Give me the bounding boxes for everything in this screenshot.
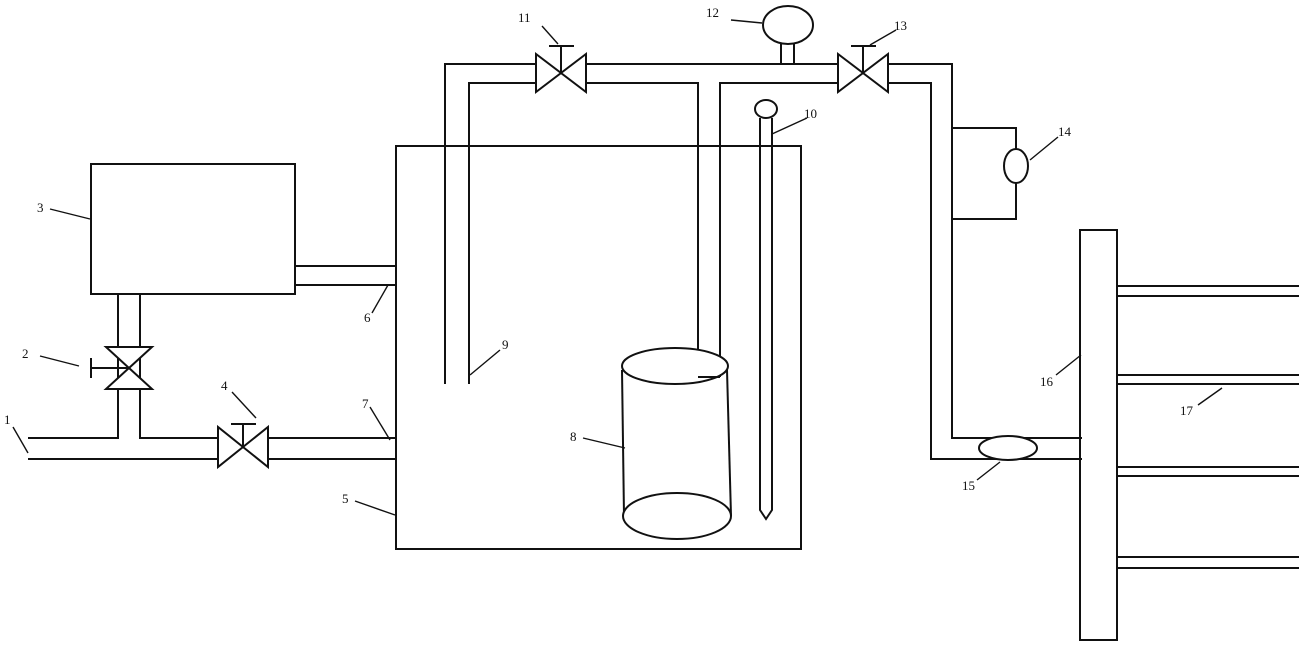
- label-10: 10: [804, 106, 817, 121]
- tube-9: [444, 63, 837, 384]
- label-6: 6: [364, 310, 371, 325]
- label-11: 11: [518, 10, 531, 25]
- valve-13: [837, 45, 889, 95]
- label-1: 1: [4, 412, 11, 427]
- sample-container: [621, 347, 732, 540]
- label-12: 12: [706, 5, 719, 20]
- label-2: 2: [22, 346, 29, 361]
- outlet-pipe: [719, 63, 1082, 460]
- label-4: 4: [221, 378, 228, 393]
- flow-meter: [952, 127, 1029, 220]
- branch-pipes: [1117, 285, 1299, 569]
- valve-11: [535, 45, 587, 95]
- connecting-pipe: [295, 265, 396, 286]
- pump: [978, 435, 1038, 461]
- leader-lines: [12, 19, 1223, 516]
- label-9: 9: [502, 337, 509, 352]
- label-17: 17: [1180, 403, 1194, 418]
- valve-2: [90, 346, 155, 390]
- pressure-gauge: [762, 5, 814, 64]
- manifold: [1079, 229, 1118, 641]
- storage-tank: [90, 163, 296, 295]
- label-15: 15: [962, 478, 975, 493]
- label-16: 16: [1040, 374, 1054, 389]
- inlet-pipe: [28, 294, 396, 460]
- label-3: 3: [37, 200, 44, 215]
- valve-4: [217, 423, 269, 470]
- label-5: 5: [342, 491, 349, 506]
- thermometer: [754, 99, 778, 521]
- label-13: 13: [894, 18, 907, 33]
- label-7: 7: [362, 396, 369, 411]
- label-8: 8: [570, 429, 577, 444]
- reaction-vessel: [395, 145, 802, 550]
- label-14: 14: [1058, 124, 1072, 139]
